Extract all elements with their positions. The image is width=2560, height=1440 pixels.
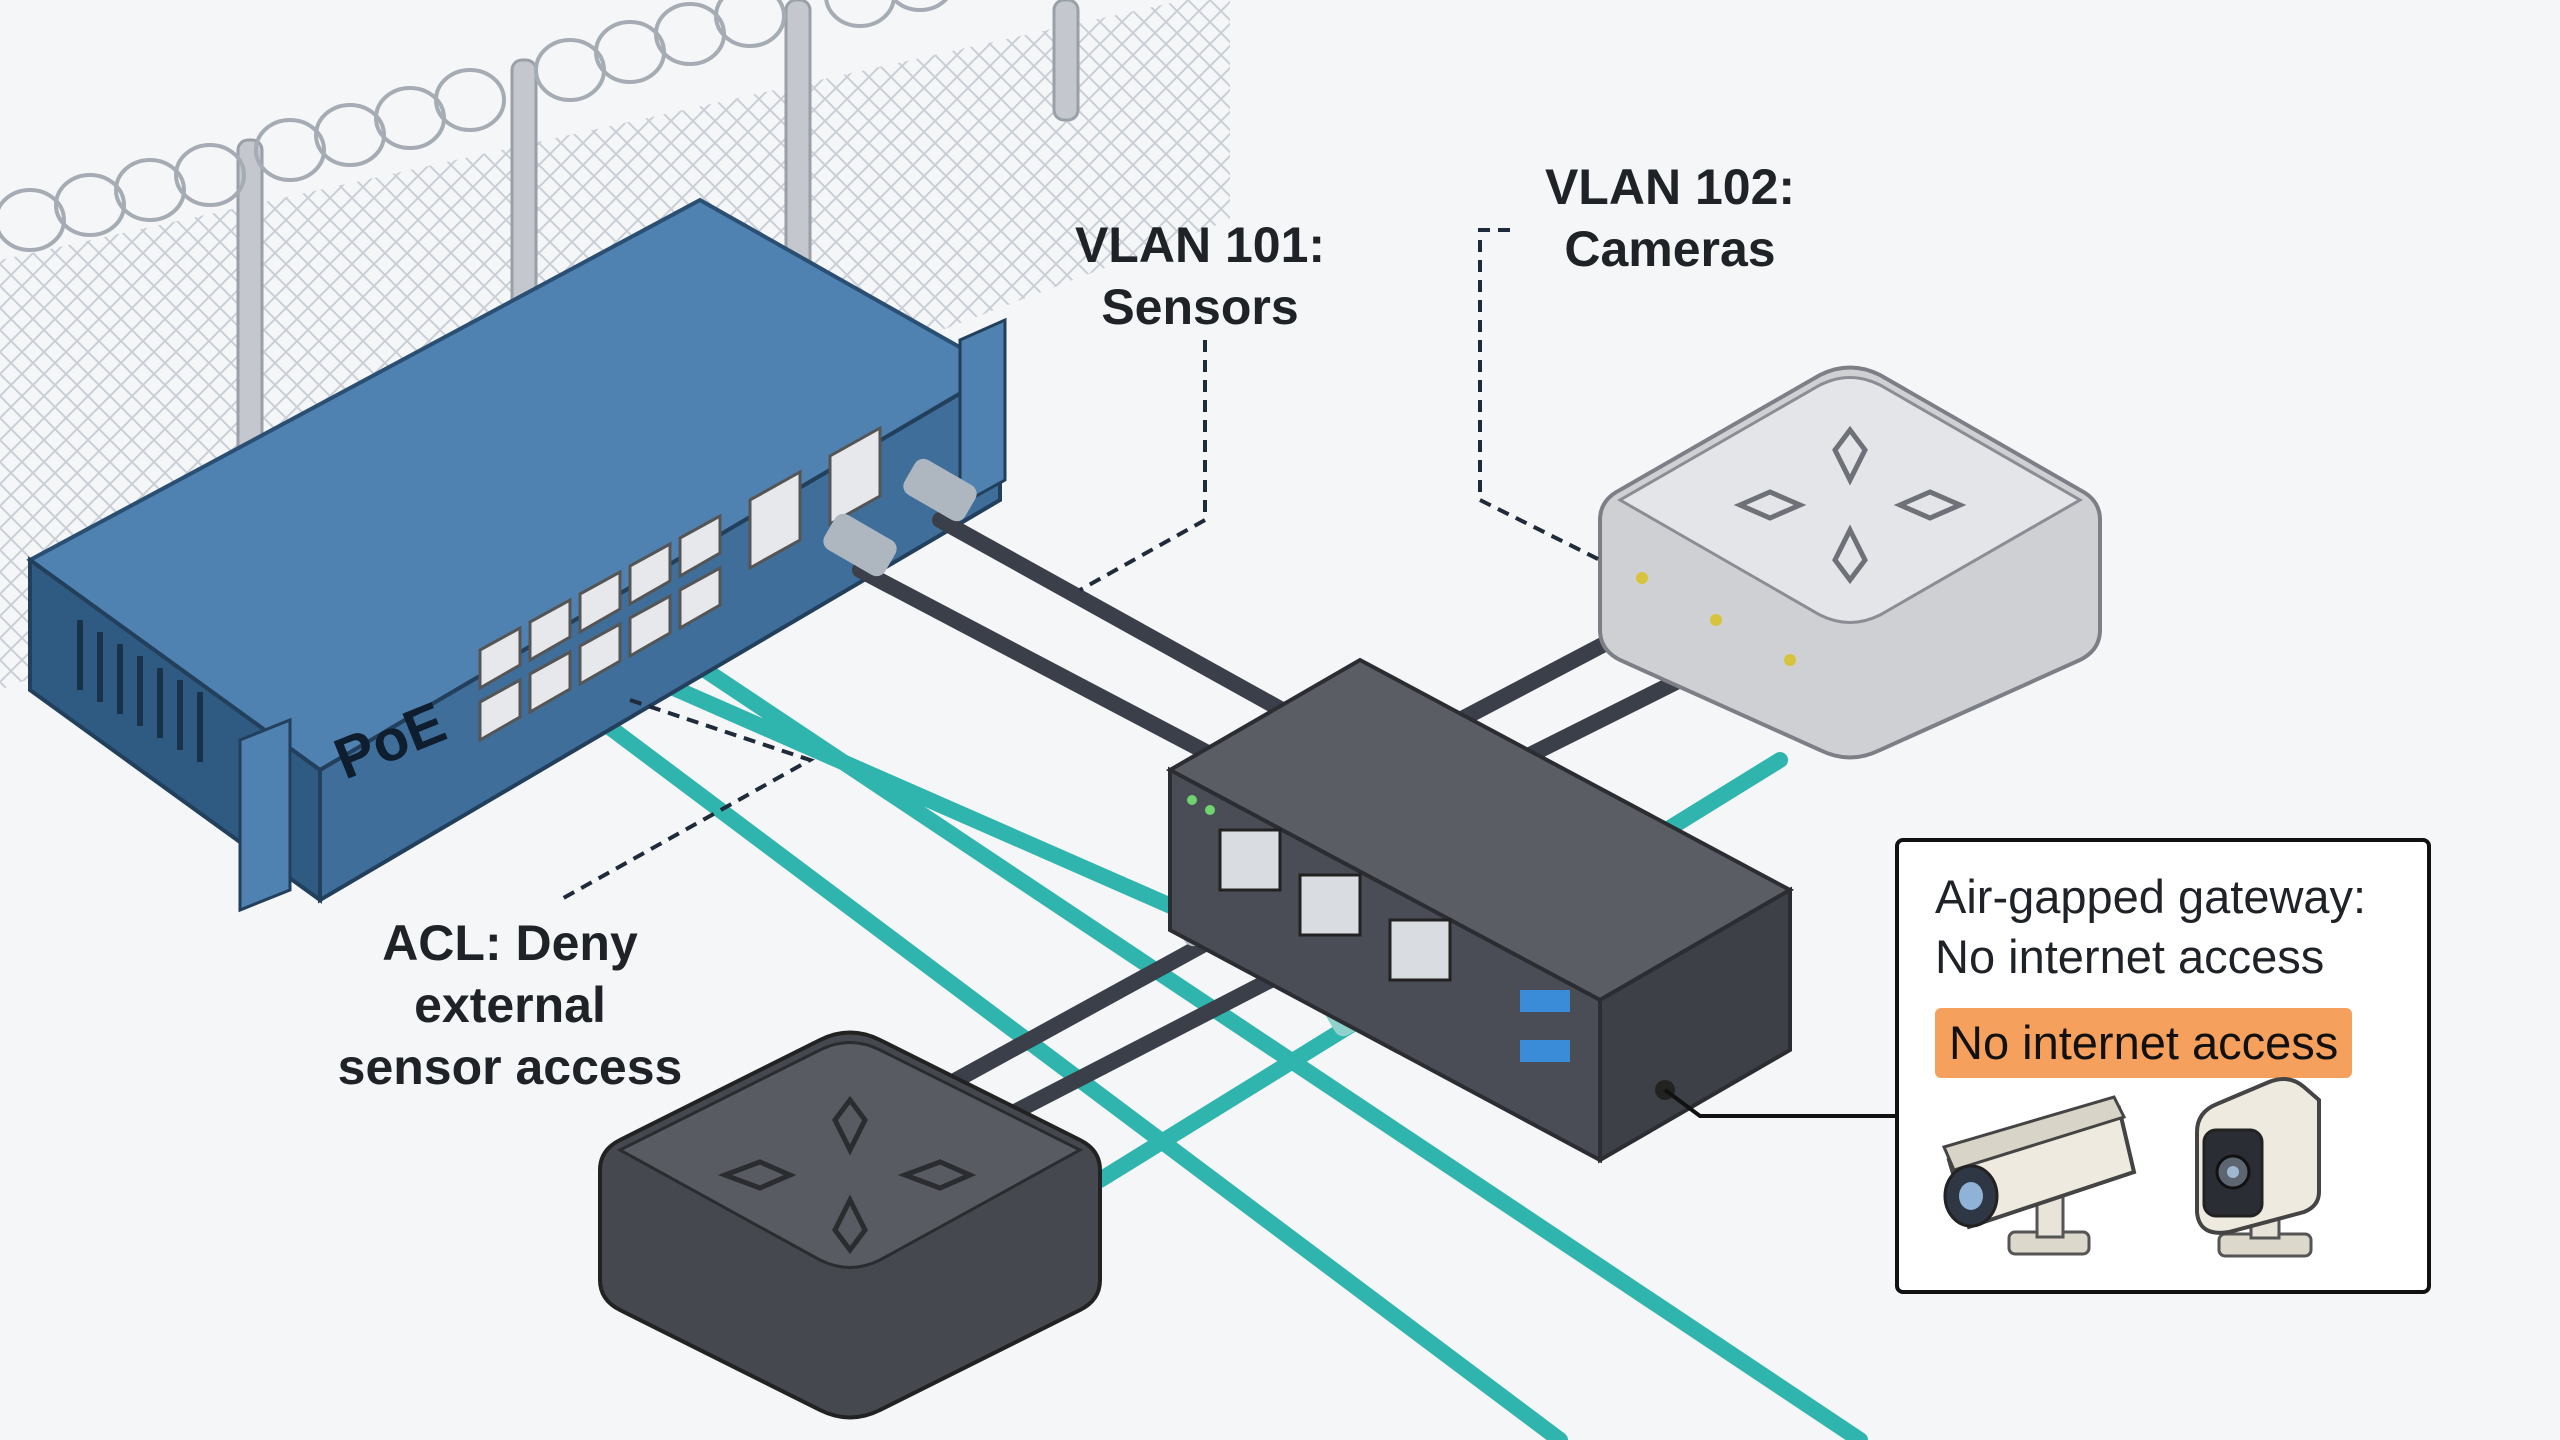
sensor-hub-arrows-icon (1733, 425, 1967, 585)
air-gapped-gateway (1165, 657, 1795, 1164)
security-camera-icon (1941, 1095, 2137, 1256)
sensor-hub (1598, 365, 2102, 760)
gateway-card-title: Air-gapped gateway: (1935, 870, 2367, 923)
razor-wire (0, 0, 949, 252)
sensor-node (598, 1030, 1102, 1420)
vlan101-label-line2: Sensors (1101, 279, 1299, 335)
acl-label: ACL: Deny external sensor access (300, 912, 720, 1098)
gateway-ports (1218, 828, 1452, 982)
sensor-hub-leds (1636, 572, 1796, 666)
usb-ports (1520, 990, 1570, 1062)
gateway-callout-line (1663, 1088, 1895, 1118)
acl-label-line3: sensor access (337, 1039, 683, 1095)
acl-label-line2: external (414, 977, 606, 1033)
acl-label-line1: ACL: Deny (382, 915, 638, 971)
poe-switch (26, 197, 1007, 913)
leader-lines (559, 228, 1601, 902)
vlan102-label-line1: VLAN 102: (1544, 159, 1796, 215)
switch-ports (478, 425, 882, 743)
vent-slots (77, 620, 203, 762)
vlan102-label-line2: Cameras (1564, 221, 1776, 277)
gateway-card-subtitle: No internet access (1935, 930, 2325, 983)
no-internet-badge: No internet access (1935, 1008, 2353, 1078)
vlan101-label: VLAN 101: Sensors (1030, 214, 1370, 338)
compact-camera-icon (2195, 1076, 2321, 1258)
gateway-info-card: Air-gapped gateway: No internet access N… (1895, 838, 2431, 1294)
vlan102-label: VLAN 102: Cameras (1500, 156, 1840, 280)
vlan101-label-line1: VLAN 101: (1074, 217, 1326, 273)
sensor-node-arrows-icon (717, 1095, 977, 1255)
